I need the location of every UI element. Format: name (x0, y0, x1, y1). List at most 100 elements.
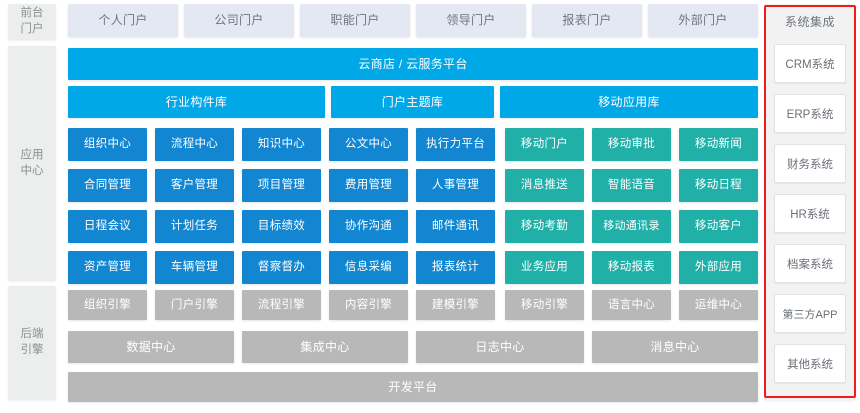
integration-item-label: 财务系统 (787, 158, 833, 171)
app-tile[interactable]: 费用管理 (329, 169, 408, 202)
app-tile[interactable]: 计划任务 (155, 210, 234, 243)
integration-item-third-party-app[interactable]: 第三方APP (774, 294, 846, 333)
app-tile[interactable]: 组织中心 (68, 128, 147, 161)
engine-tile-label: 移动引擎 (520, 298, 569, 311)
rail-frontend-portal: 前台 门户 (8, 4, 56, 40)
app-tile-label: 计划任务 (170, 220, 219, 233)
integration-item-archive[interactable]: 档案系统 (774, 244, 846, 283)
app-tile[interactable]: 日程会议 (68, 210, 147, 243)
integration-item-other[interactable]: 其他系统 (774, 344, 846, 383)
app-tile[interactable]: 报表统计 (416, 251, 495, 284)
mobile-tile[interactable]: 移动日程 (679, 169, 758, 202)
mobile-tile-label: 移动客户 (694, 220, 743, 233)
engine-tile[interactable]: 流程引擎 (242, 290, 321, 320)
mobile-tile-label: 移动日程 (694, 179, 743, 192)
app-tile-label: 目标绩效 (257, 220, 306, 233)
library-bar-portal-themes[interactable]: 门户主题库 (331, 86, 494, 118)
center-tile-label: 日志中心 (475, 339, 525, 354)
mobile-tile-label: 业务应用 (520, 261, 569, 274)
rail-label-line1: 应用 (20, 148, 44, 161)
app-tile-label: 报表统计 (431, 261, 480, 274)
app-tile-label: 组织中心 (83, 138, 132, 151)
portal-tab-company[interactable]: 公司门户 (184, 4, 294, 37)
portal-tab-label: 外部门户 (678, 13, 728, 27)
app-tile[interactable]: 目标绩效 (242, 210, 321, 243)
engine-tile[interactable]: 组织引擎 (68, 290, 147, 320)
engine-tile[interactable]: 语言中心 (592, 290, 671, 320)
engine-tile[interactable]: 运维中心 (679, 290, 758, 320)
system-integration-panel: 系统集成 CRM系统 ERP系统 财务系统 HR系统 档案系统 第三方APP 其… (765, 4, 855, 400)
mobile-tile-label: 移动通讯录 (603, 219, 660, 232)
engine-tile[interactable]: 门户引擎 (155, 290, 234, 320)
engine-tile[interactable]: 内容引擎 (329, 290, 408, 320)
integration-item-hr[interactable]: HR系统 (774, 194, 846, 233)
app-tile[interactable]: 客户管理 (155, 169, 234, 202)
library-bar-industry-components[interactable]: 行业构件库 (68, 86, 325, 118)
portal-tab-external[interactable]: 外部门户 (648, 4, 758, 37)
app-tile[interactable]: 信息采编 (329, 251, 408, 284)
center-tile[interactable]: 日志中心 (416, 331, 584, 363)
app-tile-label: 协作沟通 (344, 220, 393, 233)
app-tile[interactable]: 合同管理 (68, 169, 147, 202)
app-tile[interactable]: 项目管理 (242, 169, 321, 202)
center-tile[interactable]: 数据中心 (68, 331, 234, 363)
mobile-tile[interactable]: 消息推送 (505, 169, 584, 202)
app-tile[interactable]: 人事管理 (416, 169, 495, 202)
mobile-tile[interactable]: 移动报表 (592, 251, 671, 284)
mobile-tile[interactable]: 移动审批 (592, 128, 671, 161)
mobile-tile-label: 移动报表 (607, 261, 656, 274)
app-tile-label: 信息采编 (344, 261, 393, 274)
mobile-tile[interactable]: 移动门户 (505, 128, 584, 161)
app-tile-label: 客户管理 (170, 179, 219, 192)
mobile-tile-label: 移动考勤 (520, 220, 569, 233)
portal-tab-label: 职能门户 (330, 13, 380, 27)
integration-item-label: 第三方APP (782, 308, 838, 321)
engine-tile-label: 组织引擎 (83, 298, 132, 311)
rail-label-line2: 引擎 (20, 344, 44, 356)
engine-tile[interactable]: 移动引擎 (505, 290, 584, 320)
integration-item-finance[interactable]: 财务系统 (774, 144, 846, 183)
mobile-tile-label: 消息推送 (520, 179, 569, 192)
app-tile[interactable]: 执行力平台 (416, 128, 495, 161)
portal-tab-functional[interactable]: 职能门户 (300, 4, 410, 37)
mobile-tile[interactable]: 移动考勤 (505, 210, 584, 243)
rail-app-center: 应用 中心 (8, 46, 56, 281)
mobile-tile[interactable]: 移动新闻 (679, 128, 758, 161)
app-tile[interactable]: 知识中心 (242, 128, 321, 161)
portal-tab-leadership[interactable]: 领导门户 (416, 4, 526, 37)
app-tile-label: 邮件通讯 (431, 220, 480, 233)
dev-platform-bar[interactable]: 开发平台 (68, 372, 758, 402)
center-tile[interactable]: 集成中心 (242, 331, 408, 363)
app-tile-label: 日程会议 (83, 220, 132, 233)
mobile-tile-label: 智能语音 (607, 179, 656, 192)
integration-item-label: HR系统 (790, 208, 830, 221)
engine-tile[interactable]: 建模引擎 (416, 290, 495, 320)
mobile-tile[interactable]: 外部应用 (679, 251, 758, 284)
mobile-tile[interactable]: 移动客户 (679, 210, 758, 243)
mobile-tile[interactable]: 移动通讯录 (592, 210, 671, 243)
integration-item-crm[interactable]: CRM系统 (774, 44, 846, 83)
app-tile-label: 项目管理 (257, 179, 306, 192)
cloud-service-platform-bar[interactable]: 云商店 / 云服务平台 (68, 48, 758, 80)
app-tile[interactable]: 车辆管理 (155, 251, 234, 284)
rail-label-line1: 后端 (20, 328, 44, 341)
integration-item-label: 档案系统 (787, 258, 833, 271)
app-tile[interactable]: 协作沟通 (329, 210, 408, 243)
app-tile[interactable]: 邮件通讯 (416, 210, 495, 243)
portal-tab-report[interactable]: 报表门户 (532, 4, 642, 37)
portal-tab-personal[interactable]: 个人门户 (68, 4, 178, 37)
center-tile[interactable]: 消息中心 (592, 331, 758, 363)
library-bar-mobile-apps[interactable]: 移动应用库 (500, 86, 758, 118)
app-tile-label: 知识中心 (257, 138, 306, 151)
mobile-tile[interactable]: 智能语音 (592, 169, 671, 202)
app-tile-label: 督察督办 (257, 261, 306, 274)
app-tile-label: 流程中心 (170, 138, 219, 151)
app-tile[interactable]: 督察督办 (242, 251, 321, 284)
mobile-tile[interactable]: 业务应用 (505, 251, 584, 284)
rail-label-line1: 前台 (20, 7, 44, 20)
app-tile[interactable]: 流程中心 (155, 128, 234, 161)
integration-item-erp[interactable]: ERP系统 (774, 94, 846, 133)
engine-tile-label: 内容引擎 (344, 298, 393, 311)
app-tile[interactable]: 公文中心 (329, 128, 408, 161)
app-tile[interactable]: 资产管理 (68, 251, 147, 284)
